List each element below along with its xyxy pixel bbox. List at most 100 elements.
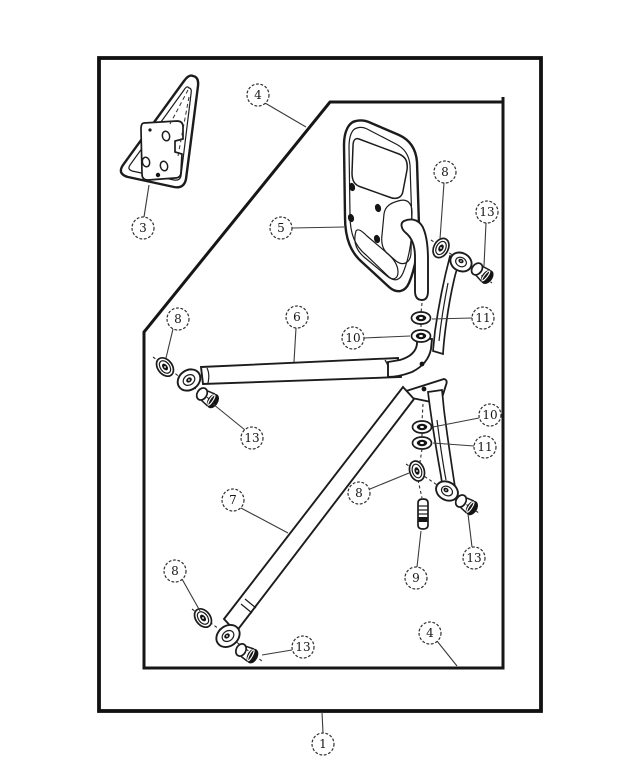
grommet [155, 356, 175, 378]
callout-bubble [221, 488, 245, 512]
callout-8-top-right: 8 [433, 160, 457, 240]
callout-bubble [131, 216, 155, 240]
gasket-outer-outline [119, 74, 200, 189]
mirror-back-recess [351, 137, 408, 200]
mount-gasket [119, 74, 200, 189]
eyelet-hole-highlight [460, 260, 462, 262]
callout-label: 13 [295, 640, 310, 654]
washer [411, 436, 433, 450]
callout-bubble [473, 435, 497, 459]
eyelet-top-right [449, 251, 473, 273]
callout-bubble [341, 326, 365, 350]
washer [411, 420, 433, 434]
callout-11-upper: 11 [431, 306, 495, 330]
callout-label: 13 [479, 205, 494, 219]
plate-pin-hole [155, 172, 161, 178]
arm-eyelets [176, 251, 473, 648]
grommet [408, 460, 426, 482]
callout-10-upper: 10 [341, 326, 411, 350]
plate-hole [161, 130, 171, 142]
mirror-stem [400, 218, 429, 301]
callout-4-bottom: 4 [418, 621, 458, 667]
grommet [193, 607, 213, 629]
mirror-bolt-hole [347, 213, 355, 223]
callout-label: 10 [482, 408, 497, 422]
mirror-head [342, 119, 429, 301]
horizontal-arm-end-line [206, 367, 210, 384]
callout-bubble [471, 306, 495, 330]
borders [97, 56, 543, 713]
callout-13-bottom-left: 13 [261, 635, 315, 659]
lower-right-arm [427, 389, 456, 492]
axis-washer-grommet [419, 448, 423, 463]
bolt [195, 387, 219, 409]
junction-pivot-dot [421, 386, 427, 392]
axis-junction-washer [421, 403, 424, 423]
mirror-lower-lip [354, 229, 399, 280]
callout-bubble [404, 566, 428, 590]
callout-13-lower-right: 13 [462, 513, 486, 570]
callout-bubble [285, 305, 309, 329]
washer [410, 311, 432, 325]
eyelet-bottom-left [215, 624, 241, 648]
callout-bubble [462, 546, 486, 570]
callout-label: 11 [475, 311, 490, 325]
eyelet-hole-highlight [445, 489, 447, 491]
callout-label: 5 [277, 221, 285, 235]
bolts [195, 262, 494, 664]
callout-label: 3 [139, 221, 147, 235]
callout-8-lower-center: 8 [347, 472, 410, 505]
axis-lowerright-fasteners [405, 463, 480, 514]
mirror-housing-inner-line [348, 126, 413, 281]
callout-13-top-right: 13 [475, 200, 499, 267]
outer-kit-border [97, 56, 543, 713]
callouts: 1 3 4 4 5 6 7 [131, 83, 502, 756]
callout-7: 7 [221, 488, 289, 534]
callout-label: 8 [174, 312, 182, 326]
callout-bubble [475, 200, 499, 224]
callout-bubble [418, 621, 442, 645]
mirror-bolt-hole [348, 182, 356, 192]
callout-label: 8 [355, 486, 363, 500]
junction-elbow [387, 336, 434, 378]
callout-bubble [269, 216, 293, 240]
callout-bubble [240, 426, 264, 450]
callout-label: 10 [345, 331, 360, 345]
callout-label: 4 [254, 88, 262, 102]
bolt [470, 262, 494, 284]
callout-label: 13 [244, 431, 259, 445]
inner-panel-border [142, 100, 505, 670]
mirror-bolt-hole [373, 234, 381, 244]
callout-label: 11 [477, 440, 492, 454]
upper-right-arm-inner-line [438, 282, 449, 342]
diagonal-arm [222, 385, 416, 634]
callout-label: 4 [426, 626, 434, 640]
callout-4-top: 4 [246, 83, 307, 128]
callout-label: 8 [171, 564, 179, 578]
plate-hole [159, 160, 169, 172]
grommet [432, 237, 450, 259]
callout-13-left: 13 [212, 403, 264, 450]
eyelet-left [176, 368, 202, 392]
eyelet-ring [221, 629, 235, 643]
horizontal-arm [199, 357, 403, 385]
callout-label: 9 [412, 571, 420, 585]
callout-6: 6 [285, 305, 309, 363]
callout-bubble [347, 481, 371, 505]
callout-label: 1 [319, 737, 327, 751]
callout-bubble [246, 83, 270, 107]
callout-label: 7 [229, 493, 237, 507]
eyelet-hole-highlight [188, 379, 190, 381]
junction-pivot-dot [419, 361, 425, 367]
stud-band [418, 517, 428, 522]
washers [410, 311, 433, 450]
washer [410, 329, 432, 343]
mirror-housing-outline [342, 119, 421, 293]
eyelet-ring [455, 256, 467, 268]
eyelet-hole-highlight [226, 635, 228, 637]
callout-10-lower: 10 [432, 403, 502, 428]
eyelet-ring [440, 485, 454, 497]
plate-pin-hole [148, 128, 152, 132]
callout-bubble [291, 635, 315, 659]
